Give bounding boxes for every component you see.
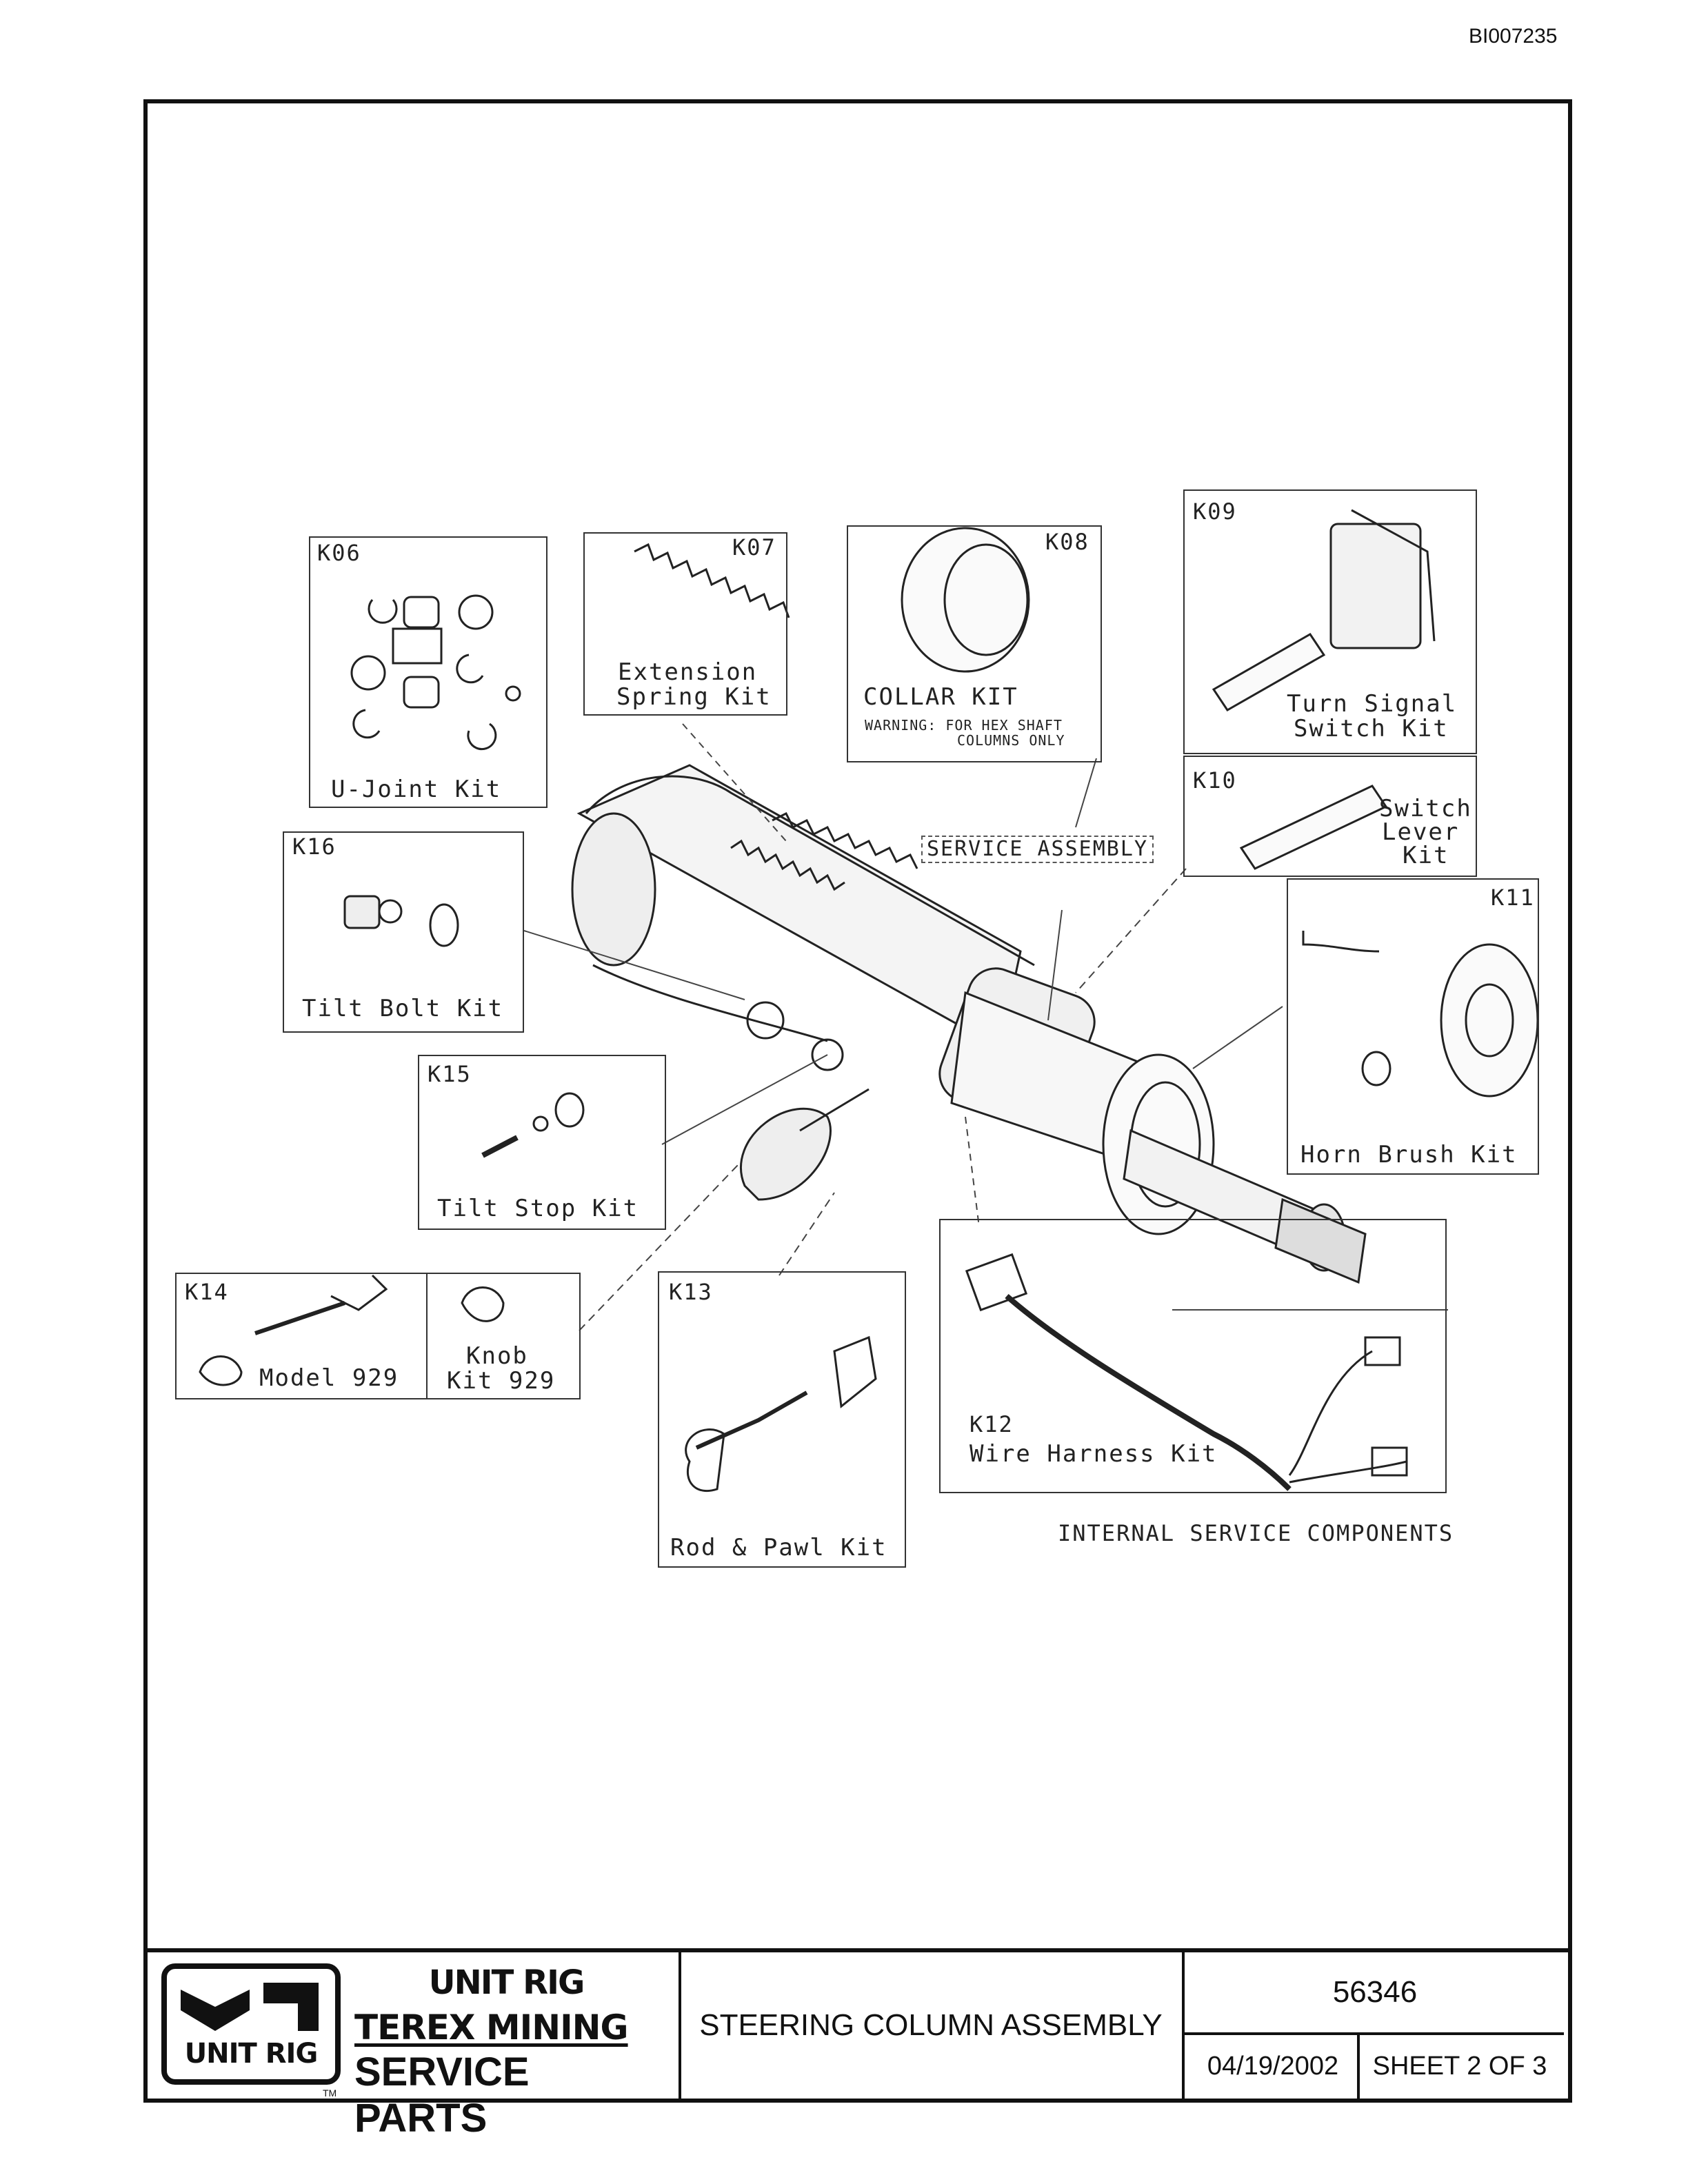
- drawing-frame: [143, 99, 1572, 2103]
- drawing-title: STEERING COLUMN ASSEMBLY: [699, 2008, 1163, 2042]
- document-id: BI007235: [1469, 25, 1558, 48]
- title-block-divider: [1185, 2032, 1564, 2035]
- kit-name-k10-line2: Lever: [1382, 818, 1460, 846]
- kit-name-k14: Model 929: [259, 1364, 399, 1392]
- title-block: UNIT RIG TM UNIT RIG TEREX MINING SERVIC…: [148, 1948, 1568, 2141]
- kit-warning-k08-line2: COLUMNS ONLY: [957, 732, 1065, 749]
- rod-pawl-parts: [685, 1335, 877, 1493]
- kit-code-k09: K09: [1193, 498, 1237, 525]
- kit-name-k09-line2: Switch Kit: [1294, 715, 1449, 742]
- kit-name-k11: Horn Brush Kit: [1300, 1141, 1518, 1169]
- kit-name-k16: Tilt Bolt Kit: [302, 995, 504, 1022]
- kit-box-k09: [1183, 489, 1477, 754]
- kit-name-k07-line2: Spring Kit: [616, 683, 772, 711]
- title-block-title-cell: [681, 1952, 1185, 2099]
- brand-unit-rig: UNIT RIG: [428, 1963, 585, 2002]
- kit-code-k08: K08: [1045, 529, 1089, 555]
- kit-box-k16: [283, 831, 524, 1033]
- kit-box-k15: [418, 1055, 666, 1230]
- kit-name-knob-line2: Kit 929: [447, 1367, 556, 1395]
- title-block-brand-cell: [148, 1952, 681, 2099]
- kit-box-knob-929: [426, 1273, 581, 1399]
- kit-code-k13: K13: [669, 1279, 713, 1305]
- brand-terex-mining: TEREX MINING: [354, 2008, 629, 2048]
- service-assembly-label: SERVICE ASSEMBLY: [921, 836, 1154, 863]
- kit-box-k13: [658, 1271, 906, 1568]
- kit-name-k15: Tilt Stop Kit: [437, 1195, 639, 1222]
- kit-code-k16: K16: [292, 833, 336, 860]
- kit-name-k07-line1: Extension: [618, 658, 758, 686]
- collar-part: [901, 527, 1030, 673]
- kit-warning-k08-line1: WARNING: FOR HEX SHAFT: [865, 717, 1063, 734]
- kit-box-k10: [1183, 756, 1477, 877]
- unit-rig-logo-mark: [181, 1983, 319, 2031]
- kit-box-k08: [847, 525, 1102, 762]
- kit-code-k10: K10: [1193, 767, 1237, 793]
- switch-lever: [1239, 785, 1388, 870]
- u-joint-parts: [350, 594, 521, 751]
- trademark-mark: TM: [323, 2087, 337, 2099]
- kit-name-k10-line1: Switch: [1379, 795, 1472, 822]
- kit-box-k07: [583, 532, 787, 716]
- kit-name-k13: Rod & Pawl Kit: [670, 1534, 887, 1561]
- brand-service-parts: SERVICE PARTS: [354, 2050, 530, 2141]
- kit-code-k15: K15: [428, 1061, 472, 1087]
- unit-rig-logo: UNIT RIG: [161, 1963, 341, 2085]
- logo-text: UNIT RIG: [184, 2038, 319, 2070]
- kit-name-k10-line3: Kit: [1403, 842, 1449, 869]
- wire-harness-parts: [965, 1253, 1408, 1491]
- sheet-number: SHEET 2 OF 3: [1372, 2051, 1547, 2081]
- kit-code-k06: K06: [317, 540, 361, 566]
- steering-column-body: [571, 764, 1367, 1284]
- extension-spring: [634, 543, 790, 618]
- kit-code-k07: K07: [732, 534, 776, 560]
- kit-name-k06: U-Joint Kit: [331, 776, 502, 803]
- kit-code-k14: K14: [185, 1279, 229, 1305]
- turn-signal-switch: [1212, 509, 1436, 711]
- kit-code-k11: K11: [1491, 884, 1535, 911]
- drawing-date: 04/19/2002: [1207, 2051, 1339, 2081]
- kit-name-knob-line1: Knob: [466, 1342, 528, 1370]
- kit-name-k12: Wire Harness Kit: [969, 1440, 1218, 1468]
- drawing-number: 56346: [1332, 1975, 1418, 2009]
- title-block-date-divider: [1357, 2032, 1360, 2099]
- internal-service-components-label: INTERNAL SERVICE COMPONENTS: [1058, 1520, 1454, 1546]
- kit-name-k08: COLLAR KIT: [863, 683, 1018, 711]
- tilt-bolt-parts: [343, 895, 459, 947]
- kit-code-k12: K12: [969, 1411, 1014, 1437]
- kit-box-k12: [939, 1219, 1447, 1493]
- kit-name-k09-line1: Turn Signal: [1287, 690, 1458, 718]
- tilt-stop-parts: [481, 1092, 585, 1158]
- model-929-parts: [199, 1274, 505, 1386]
- kit-box-k06: [309, 536, 547, 808]
- kit-box-k11: [1287, 878, 1539, 1175]
